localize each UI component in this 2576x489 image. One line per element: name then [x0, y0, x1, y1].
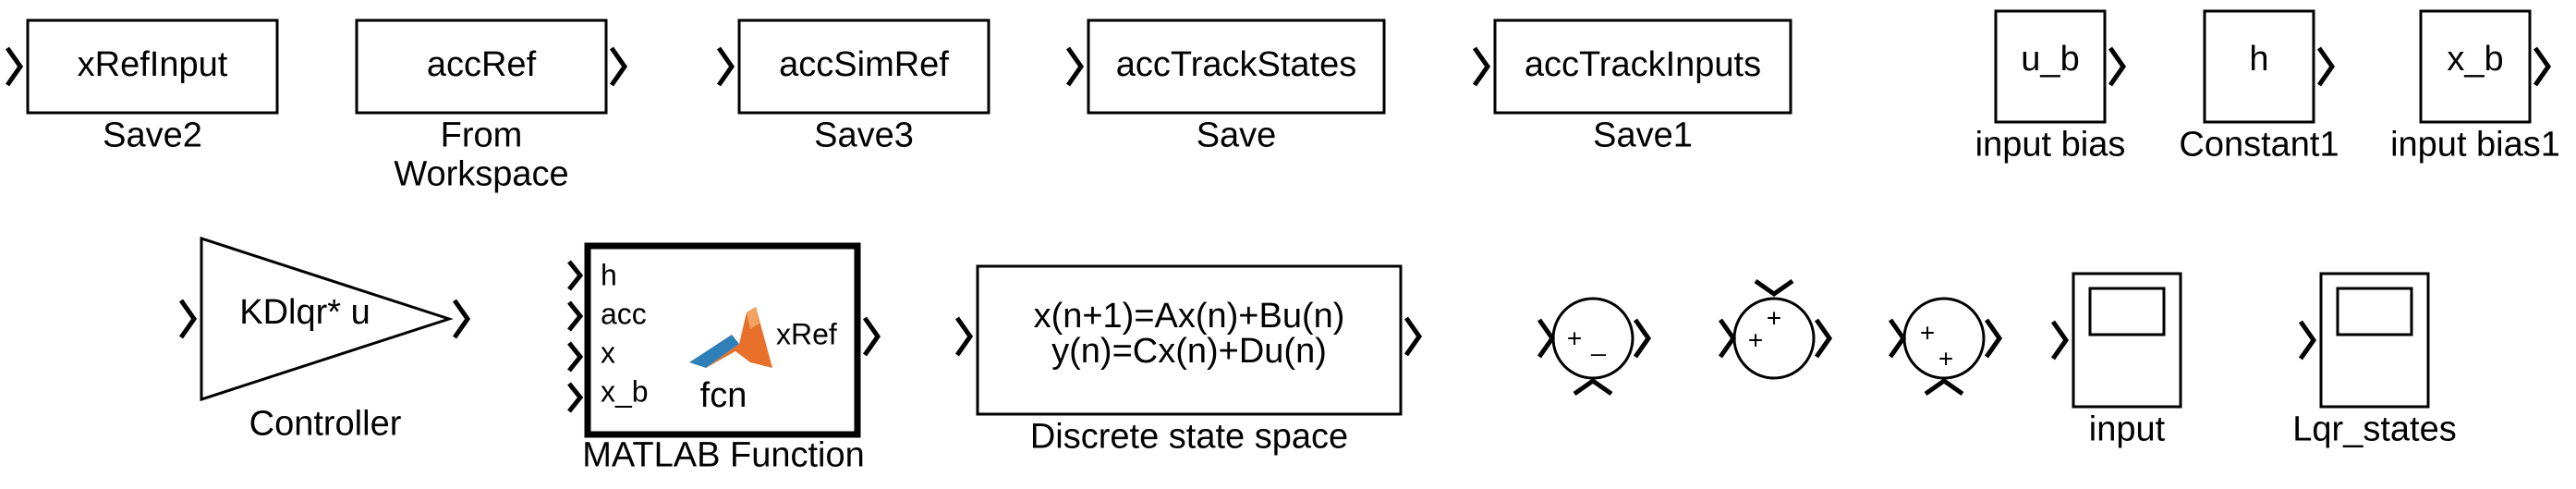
- sum3-sign-2: +: [1938, 344, 1953, 373]
- from-workspace-block-body[interactable]: [355, 18, 608, 115]
- matlab-function-input-port-h[interactable]: [567, 260, 584, 291]
- save3-block-body[interactable]: [737, 18, 990, 115]
- input-bias1-block[interactable]: x_b input bias1: [2390, 9, 2560, 164]
- save1-variable-name: accTrackInputs: [1525, 45, 1761, 84]
- controller-gain-triangle[interactable]: [200, 236, 454, 402]
- sum1-sign-2: _: [1590, 327, 1606, 356]
- matlab-function-output-port[interactable]: [862, 316, 881, 357]
- constant1-value: h: [2249, 40, 2268, 79]
- controller-gain-block[interactable]: KDlqr* u Controller: [178, 236, 471, 443]
- save3-label: Save3: [814, 116, 914, 154]
- discrete-state-space-block[interactable]: x(n+1)=Ax(n)+Bu(n) y(n)=Cx(n)+Du(n) Disc…: [954, 264, 1423, 456]
- scope-input-screen-icon: [2088, 287, 2166, 336]
- matlab-function-label: MATLAB Function: [582, 435, 865, 474]
- controller-input-port[interactable]: [178, 299, 198, 339]
- sum1-input-port-left[interactable]: [1537, 318, 1556, 359]
- input-bias1-output-port[interactable]: [2533, 46, 2552, 87]
- save3-variable-name: accSimRef: [779, 45, 949, 84]
- sum2-block[interactable]: + +: [1718, 278, 1833, 380]
- matlab-function-block-body[interactable]: [584, 242, 861, 438]
- save1-block[interactable]: accTrackInputs Save1: [1472, 18, 1792, 154]
- input-bias1-block-body[interactable]: [2419, 9, 2532, 124]
- save-block-body[interactable]: [1087, 18, 1386, 115]
- save-label: Save: [1197, 116, 1277, 154]
- save2-input-port[interactable]: [5, 46, 24, 87]
- controller-label: Controller: [249, 404, 402, 443]
- input-bias1-label: input bias1: [2390, 125, 2560, 164]
- discrete-state-space-equation-line2: y(n)=Cx(n)+Du(n): [1051, 332, 1327, 371]
- save-input-port[interactable]: [1065, 46, 1085, 87]
- controller-output-port[interactable]: [452, 299, 471, 339]
- save1-block-body[interactable]: [1493, 18, 1792, 115]
- from-workspace-output-port[interactable]: [609, 46, 628, 87]
- sum3-block[interactable]: + +: [1888, 297, 2003, 397]
- scope-input-label: input: [2089, 410, 2166, 448]
- matlab-function-input-label-x: x: [601, 336, 615, 369]
- from-workspace-label-line1: From: [441, 116, 523, 154]
- discrete-state-space-block-body[interactable]: [976, 264, 1403, 416]
- matlab-function-input-label-xb: x_b: [601, 374, 649, 408]
- scope-lqr-states-block[interactable]: Lqr_states: [2292, 272, 2457, 448]
- discrete-state-space-output-port[interactable]: [1403, 316, 1423, 357]
- scope-lqr-states-screen-icon: [2336, 287, 2413, 336]
- sum1-input-port-bottom[interactable]: [1573, 377, 1613, 397]
- from-workspace-label-line2: Workspace: [394, 154, 568, 193]
- input-bias-value: u_b: [2021, 40, 2079, 79]
- save3-block[interactable]: accSimRef Save3: [716, 18, 990, 154]
- controller-gain-expression: KDlqr* u: [239, 293, 371, 332]
- from-workspace-block[interactable]: accRef From Workspace: [355, 18, 628, 193]
- sum1-output-port[interactable]: [1633, 318, 1652, 359]
- input-bias1-value: x_b: [2447, 40, 2503, 79]
- save3-input-port[interactable]: [716, 46, 735, 87]
- sum2-output-port[interactable]: [1814, 318, 1833, 359]
- constant1-label: Constant1: [2179, 125, 2339, 164]
- input-bias-block-body[interactable]: [1994, 9, 2107, 124]
- scope-lqr-states-label: Lqr_states: [2292, 410, 2456, 448]
- input-bias-output-port[interactable]: [2108, 46, 2127, 87]
- input-bias-block[interactable]: u_b input bias: [1975, 9, 2127, 164]
- matlab-function-output-label: xRef: [776, 317, 837, 350]
- matlab-function-input-port-x[interactable]: [567, 341, 584, 373]
- constant1-block[interactable]: h Constant1: [2179, 9, 2339, 164]
- sum3-input-port-left[interactable]: [1888, 318, 1907, 359]
- sum3-output-port[interactable]: [1984, 318, 2003, 359]
- matlab-function-input-port-xb[interactable]: [567, 382, 584, 413]
- save2-variable-name: xRefInput: [78, 45, 228, 84]
- sum2-input-port-left[interactable]: [1718, 318, 1737, 359]
- save1-input-port[interactable]: [1472, 46, 1491, 87]
- sum2-input-port-top[interactable]: [1754, 278, 1794, 298]
- save-block[interactable]: accTrackStates Save: [1065, 18, 1386, 154]
- matlab-function-input-label-h: h: [601, 258, 617, 291]
- matlab-function-name: fcn: [700, 376, 747, 415]
- constant1-block-body[interactable]: [2203, 9, 2315, 124]
- sum1-sign-1: +: [1567, 324, 1582, 352]
- scope-input-input-port[interactable]: [2050, 320, 2070, 361]
- discrete-state-space-input-port[interactable]: [954, 316, 974, 357]
- sum3-sign-1: +: [1920, 318, 1935, 347]
- input-bias-label: input bias: [1975, 125, 2126, 164]
- from-workspace-variable-name: accRef: [427, 45, 537, 84]
- save1-label: Save1: [1593, 116, 1693, 154]
- discrete-state-space-label: Discrete state space: [1030, 417, 1348, 456]
- matlab-logo-icon: [689, 307, 772, 368]
- matlab-function-input-label-acc: acc: [601, 297, 647, 330]
- save2-block-body[interactable]: [26, 18, 279, 115]
- scope-input-block[interactable]: input: [2050, 272, 2182, 448]
- constant1-output-port[interactable]: [2316, 46, 2336, 87]
- save-variable-name: accTrackStates: [1116, 45, 1356, 84]
- discrete-state-space-equation-line1: x(n+1)=Ax(n)+Bu(n): [1034, 297, 1345, 336]
- matlab-function-input-port-acc[interactable]: [567, 300, 584, 332]
- sum1-block[interactable]: + _: [1537, 297, 1652, 397]
- sum2-sign-1: +: [1748, 325, 1763, 354]
- sum3-input-port-bottom[interactable]: [1924, 377, 1964, 397]
- save2-label: Save2: [103, 116, 202, 154]
- save2-block[interactable]: xRefInput Save2: [5, 18, 279, 154]
- scope-lqr-states-input-port[interactable]: [2298, 320, 2317, 361]
- sum2-sign-2: +: [1767, 303, 1781, 332]
- matlab-function-block[interactable]: h acc x x_b xRef fcn MATLAB Function: [567, 242, 881, 474]
